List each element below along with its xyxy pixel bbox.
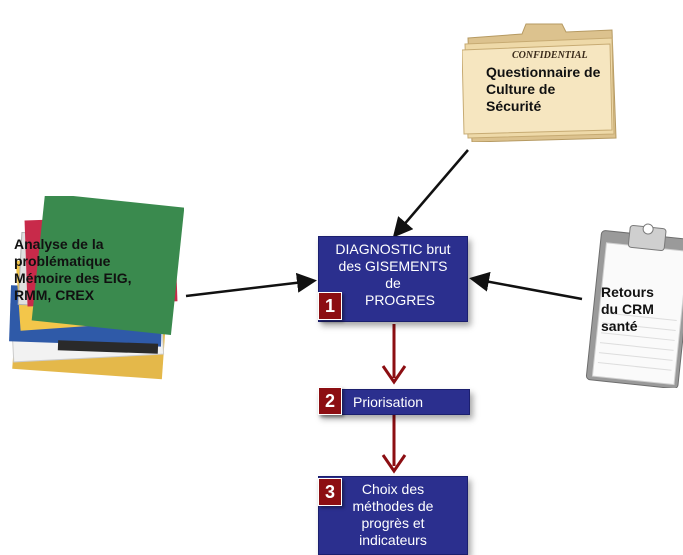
step-3-text-line: indicateurs <box>359 532 427 548</box>
retours-label-line: du CRM <box>601 301 654 317</box>
questionnaire-label-line: Sécurité <box>486 98 542 114</box>
step-1-text-line: des GISEMENTS <box>338 258 448 274</box>
step-1-text-line: PROGRES <box>364 292 435 308</box>
step-3-number-badge: 3 <box>318 478 342 506</box>
step-2-number-badge: 2 <box>318 387 342 415</box>
step-1-text-line: DIAGNOSTIC brut <box>335 241 451 257</box>
step-3-text-line: Choix des <box>361 481 425 497</box>
arrow-analyse-to-diagnostic <box>185 272 317 298</box>
step-1-number-badge: 1 <box>318 292 342 320</box>
step-3-text-line: méthodes de <box>352 498 434 514</box>
arrow-step2-to-step3-head <box>381 454 407 474</box>
analyse-label: Analyse de la problématique Mémoire des … <box>14 236 131 304</box>
confidential-folder: CONFIDENTIAL <box>461 10 620 143</box>
analyse-label-line: RMM, CREX <box>14 287 95 303</box>
step-3-choix-box: Choix des méthodes de progrès et indicat… <box>318 476 468 555</box>
document-stack <box>8 193 185 382</box>
step-2-text: Priorisation <box>353 394 424 410</box>
retours-label-line: Retours <box>601 284 654 300</box>
confidential-stamp: CONFIDENTIAL <box>512 50 588 61</box>
step-1-text-line: de <box>385 275 401 291</box>
step-3-text-line: progrès et <box>361 515 425 531</box>
document-stack-icon <box>9 193 185 380</box>
analyse-label-line: Mémoire des EIG, <box>14 270 132 286</box>
clipboard-icon <box>585 223 683 390</box>
folder-icon: CONFIDENTIAL <box>461 23 617 143</box>
questionnaire-label-line: Questionnaire de <box>486 64 601 80</box>
questionnaire-label-line: Culture de <box>486 81 556 97</box>
arrow-retours-to-diagnostic <box>469 271 583 301</box>
questionnaire-label: Questionnaire de Culture de Sécurité <box>486 64 600 115</box>
arrow-step1-to-step2-head <box>381 365 407 385</box>
step-2-priorisation-box: Priorisation <box>318 389 470 415</box>
retours-label: Retours du CRM santé <box>601 284 654 335</box>
analyse-label-line: Analyse de la <box>14 236 104 252</box>
step-1-diagnostic-box: DIAGNOSTIC brut des GISEMENTS de PROGRES <box>318 236 468 322</box>
retours-label-line: santé <box>601 318 638 334</box>
arrow-questionnaire-to-diagnostic <box>392 149 469 238</box>
analyse-label-line: problématique <box>14 253 111 269</box>
clipboard <box>584 216 683 390</box>
